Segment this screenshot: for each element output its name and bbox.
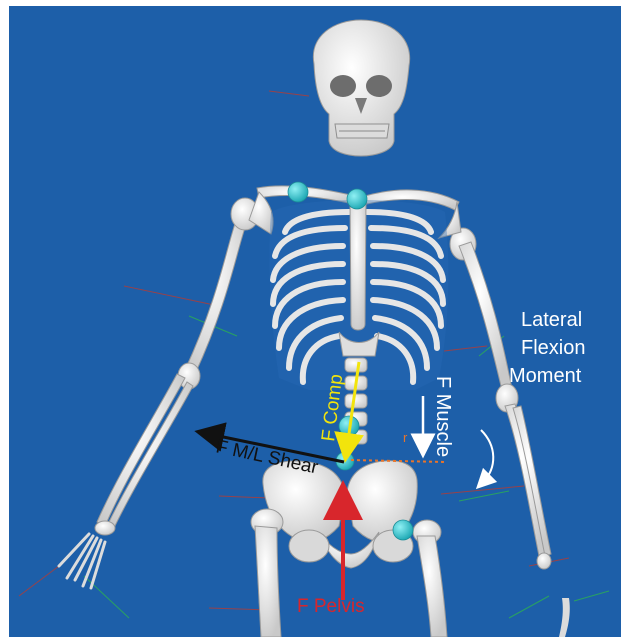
joint-marker-right-shoulder xyxy=(288,182,308,202)
moment-label: Lateral Flexion Moment xyxy=(509,309,585,387)
f-pelvis-label: F Pelvis xyxy=(297,596,365,617)
joint-marker-left-hip xyxy=(393,520,413,540)
moment-label-line3: Moment xyxy=(509,365,582,387)
f-muscle-label: F Muscle xyxy=(432,376,454,457)
skeleton-force-diagram: r F Comp F M/L Shear F Pelvis F Muscle L… xyxy=(9,6,621,637)
moment-label-line1: Lateral xyxy=(521,309,582,331)
moment-arm-r-label: r xyxy=(403,430,408,445)
moment-label-line2: Flexion xyxy=(521,337,585,359)
joint-marker-neck xyxy=(347,189,367,209)
